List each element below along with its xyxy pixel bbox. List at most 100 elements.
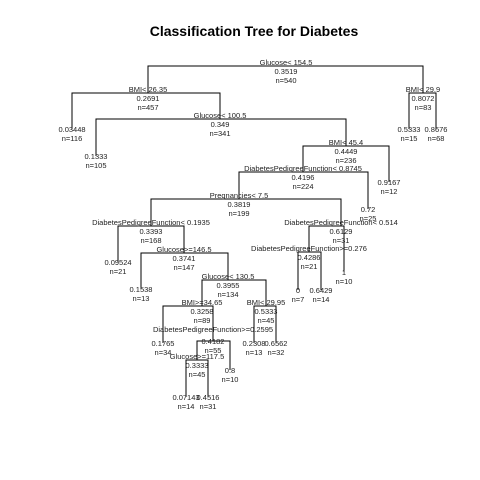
node-split-label: Glucose>=146.5 xyxy=(156,245,211,254)
node-value-label: 0.2691 xyxy=(137,94,160,103)
tree-node: DiabetesPedigreeFunction>=0.2595 xyxy=(153,325,273,334)
node-value-label: 0.07143 xyxy=(172,393,199,402)
node-split-label: BMI< 45.4 xyxy=(329,138,363,147)
node-n-label: n=83 xyxy=(415,103,432,112)
tree-edge-n_glu1305 xyxy=(201,279,267,306)
node-value-label: 0.3393 xyxy=(140,227,163,236)
node-n-label: n=15 xyxy=(401,134,418,143)
node-n-label: n=10 xyxy=(222,375,239,384)
node-split-label: Glucose< 154.5 xyxy=(260,58,313,67)
node-n-label: n=68 xyxy=(428,134,445,143)
node-split-label: DiabetesPedigreeFunction>=0.276 xyxy=(251,244,367,253)
node-split-label: BMI< 26.35 xyxy=(129,85,168,94)
node-n-label: n=45 xyxy=(258,316,275,325)
node-split-label: DiabetesPedigreeFunction< 0.1935 xyxy=(92,218,210,227)
tree-edge-n_glu1465 xyxy=(140,252,229,289)
node-n-label: n=10 xyxy=(336,277,353,286)
tree-edge-n_bmi26 xyxy=(71,92,221,129)
node-split-label: BMI>=34.65 xyxy=(182,298,223,307)
tree-edge-n_glu100 xyxy=(95,118,347,156)
node-n-label: n=199 xyxy=(228,209,249,218)
node-split-label: Glucose>=117.5 xyxy=(170,352,225,361)
tree-leaf: 0.72n=25 xyxy=(360,205,377,223)
tree-edge-n_bmi3465 xyxy=(162,305,214,343)
node-split-label: DiabetesPedigreeFunction< 0.514 xyxy=(284,218,398,227)
node-n-label: n=31 xyxy=(200,402,217,411)
node-value-label: 0.3519 xyxy=(275,67,298,76)
node-n-label: n=21 xyxy=(301,262,318,271)
diagram-title: Classification Tree for Diabetes xyxy=(150,23,359,39)
tree-node: DiabetesPedigreeFunction< 0.19350.3393n=… xyxy=(92,218,210,245)
node-n-label: n=116 xyxy=(62,134,83,143)
node-n-label: n=13 xyxy=(246,348,263,357)
node-n-label: n=13 xyxy=(133,294,150,303)
node-n-label: n=7 xyxy=(292,295,305,304)
node-value-label: 1 xyxy=(342,268,346,277)
node-split-label: DiabetesPedigreeFunction< 0.8745 xyxy=(244,164,362,173)
node-value-label: 0.3819 xyxy=(228,200,251,209)
node-n-label: n=31 xyxy=(333,236,350,245)
tree-edge-n_glu1175 xyxy=(185,359,209,397)
node-split-label: Pregnancies< 7.5 xyxy=(210,191,269,200)
node-value-label: 0.3258 xyxy=(191,307,214,316)
node-value-label: 0.3955 xyxy=(217,281,240,290)
node-n-label: n=25 xyxy=(360,214,377,223)
node-value-label: 0.8676 xyxy=(425,125,448,134)
node-value-label: 0.09524 xyxy=(104,258,131,267)
node-split-label: BMI< 29.9 xyxy=(406,85,440,94)
node-value-label: 0.8072 xyxy=(412,94,435,103)
tree-edges xyxy=(71,65,437,397)
node-value-label: 0.3333 xyxy=(186,361,209,370)
node-n-label: n=168 xyxy=(140,236,161,245)
tree-leaf: 0.8n=10 xyxy=(222,366,239,384)
tree-leaf: 1n=10 xyxy=(336,268,353,286)
node-value-label: 0.4516 xyxy=(197,393,220,402)
node-n-label: n=224 xyxy=(292,182,313,191)
tree-edge-n_bmi29 xyxy=(408,92,437,129)
tree-edge-n_dpf01935 xyxy=(117,225,185,262)
node-value-label: 0.349 xyxy=(211,120,230,129)
node-value-label: 0.5333 xyxy=(398,125,421,134)
node-n-label: n=236 xyxy=(335,156,356,165)
tree-edge-n_04182 xyxy=(196,340,231,370)
node-n-label: n=540 xyxy=(275,76,296,85)
tree-edge-root xyxy=(147,65,424,93)
node-value-label: 0.72 xyxy=(361,205,376,214)
node-n-label: n=134 xyxy=(217,290,238,299)
node-value-label: 0.4286 xyxy=(298,253,321,262)
node-value-label: 0 xyxy=(296,286,300,295)
tree-node: DiabetesPedigreeFunction>=0.2760.4286n=2… xyxy=(251,244,367,271)
tree-edge-n_preg75 xyxy=(150,198,342,226)
node-n-label: n=105 xyxy=(85,161,106,170)
node-value-label: 0.4449 xyxy=(335,147,358,156)
node-value-label: 0.03448 xyxy=(58,125,85,134)
node-value-label: 0.6562 xyxy=(265,339,288,348)
tree-node: DiabetesPedigreeFunction< 0.5140.6129n=3… xyxy=(284,218,398,245)
node-value-label: 0.1538 xyxy=(130,285,153,294)
node-n-label: n=55 xyxy=(205,346,222,355)
node-split-label: BMI< 29.95 xyxy=(247,298,286,307)
node-value-label: 0.1333 xyxy=(85,152,108,161)
tree-leaf: 0n=7 xyxy=(292,286,305,304)
node-split-label: Glucose< 130.5 xyxy=(202,272,255,281)
node-value-label: 0.9167 xyxy=(378,178,401,187)
